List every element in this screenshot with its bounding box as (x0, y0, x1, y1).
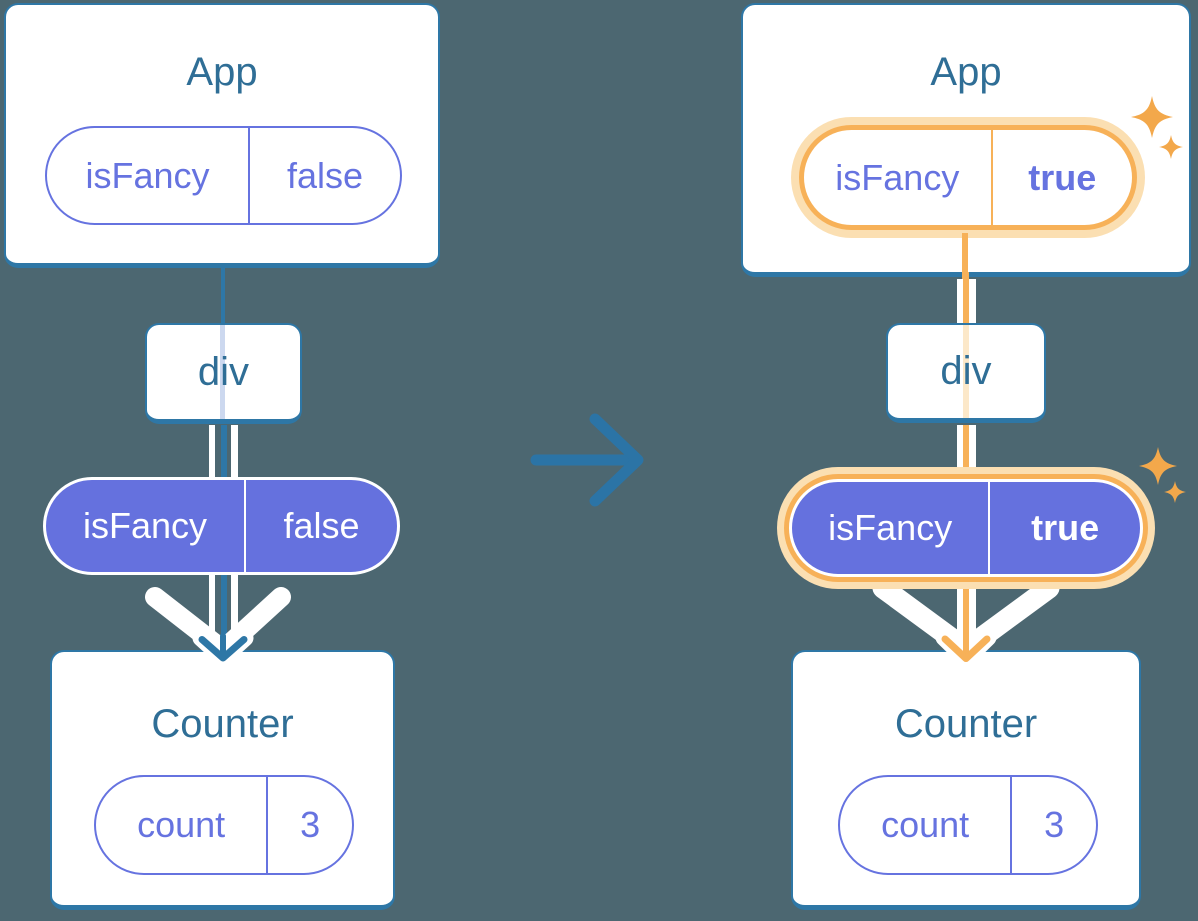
component-title: App (930, 50, 1002, 94)
state-pill-count-before: count 3 (94, 775, 354, 875)
state-label: isFancy (83, 505, 208, 546)
state-line-app-div-before (220, 266, 225, 326)
pass-through-line (220, 325, 225, 419)
prop-band-right (956, 577, 976, 645)
app-card-after: App isFancy true (741, 3, 1191, 279)
state-pill-count-after: count 3 (838, 775, 1098, 875)
prop-line-state-left (220, 575, 227, 642)
state-value: 3 (300, 804, 321, 845)
prop-line-white-left (231, 575, 238, 642)
component-title: App (186, 50, 258, 94)
prop-line-white-left (208, 575, 215, 642)
prop-line-white-left (231, 425, 238, 478)
state-label: isFancy (835, 156, 960, 198)
passed-state-pill-after: isFancy true (789, 479, 1143, 577)
state-label: isFancy (828, 507, 953, 548)
state-value: true (1031, 507, 1100, 548)
sparkle-icon (1139, 447, 1177, 485)
component-title: div (197, 349, 250, 394)
div-card-before: div (145, 323, 302, 424)
state-label: count (881, 804, 970, 845)
state-value: true (1028, 156, 1097, 198)
state-line-orange-right (963, 272, 969, 323)
down-chevron-icon (145, 587, 291, 660)
prop-line-state-left (220, 425, 227, 478)
div-card-after: div (886, 323, 1046, 423)
state-value: false (283, 505, 360, 546)
component-title: Counter (894, 702, 1038, 746)
passed-state-pill-before: isFancy false (43, 477, 400, 575)
counter-card-before: Counter count 3 (50, 650, 395, 910)
state-label: count (137, 804, 226, 845)
pass-through-line (963, 325, 969, 418)
state-value: false (286, 154, 363, 196)
prop-line-white-left (208, 425, 215, 478)
state-label: isFancy (85, 154, 210, 196)
right-arrow-icon (530, 413, 644, 507)
state-pill-isfancy-after: isFancy true (804, 130, 1132, 225)
state-line-orange-right (963, 425, 969, 481)
state-value: 3 (1044, 804, 1065, 845)
state-pill-isfancy-before: isFancy false (45, 126, 402, 225)
sparkle-icon (1164, 481, 1186, 503)
app-card-before: App isFancy false (4, 3, 440, 268)
component-title: Counter (151, 702, 294, 746)
component-title: div (940, 349, 992, 393)
counter-card-after: Counter count 3 (791, 650, 1141, 910)
state-line-orange-right (962, 233, 968, 279)
